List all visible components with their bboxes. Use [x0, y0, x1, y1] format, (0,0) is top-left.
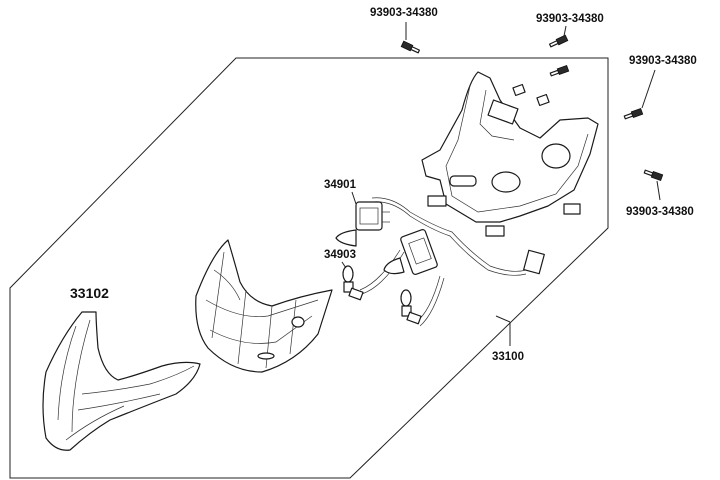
wiring-harness	[359, 197, 545, 327]
label-bulb-small: 34903	[324, 249, 356, 261]
label-lens: 33102	[70, 285, 109, 301]
screw-3	[549, 64, 570, 77]
bulb-main-upper	[335, 201, 390, 247]
harness-connector	[523, 249, 545, 275]
label-screw-1: 93903-34380	[370, 7, 438, 19]
screw-5	[643, 169, 664, 182]
label-screw-2: 93903-34380	[536, 13, 604, 25]
bulb-small-1	[342, 265, 364, 301]
bulb-small-2	[400, 289, 422, 325]
label-screw-4: 93903-34380	[626, 206, 694, 218]
lens-cover	[42, 311, 201, 451]
screw-4	[623, 107, 644, 120]
label-bulb-main: 34901	[324, 179, 357, 191]
label-screw-3: 93903-34380	[629, 55, 697, 67]
screw-1	[400, 40, 421, 54]
assembly-boundary	[9, 57, 609, 479]
screw-2	[548, 34, 569, 48]
reflector	[195, 239, 333, 373]
label-assembly: 33100	[492, 351, 524, 363]
headlight-housing	[421, 71, 599, 237]
bulb-main-lower	[383, 229, 438, 275]
